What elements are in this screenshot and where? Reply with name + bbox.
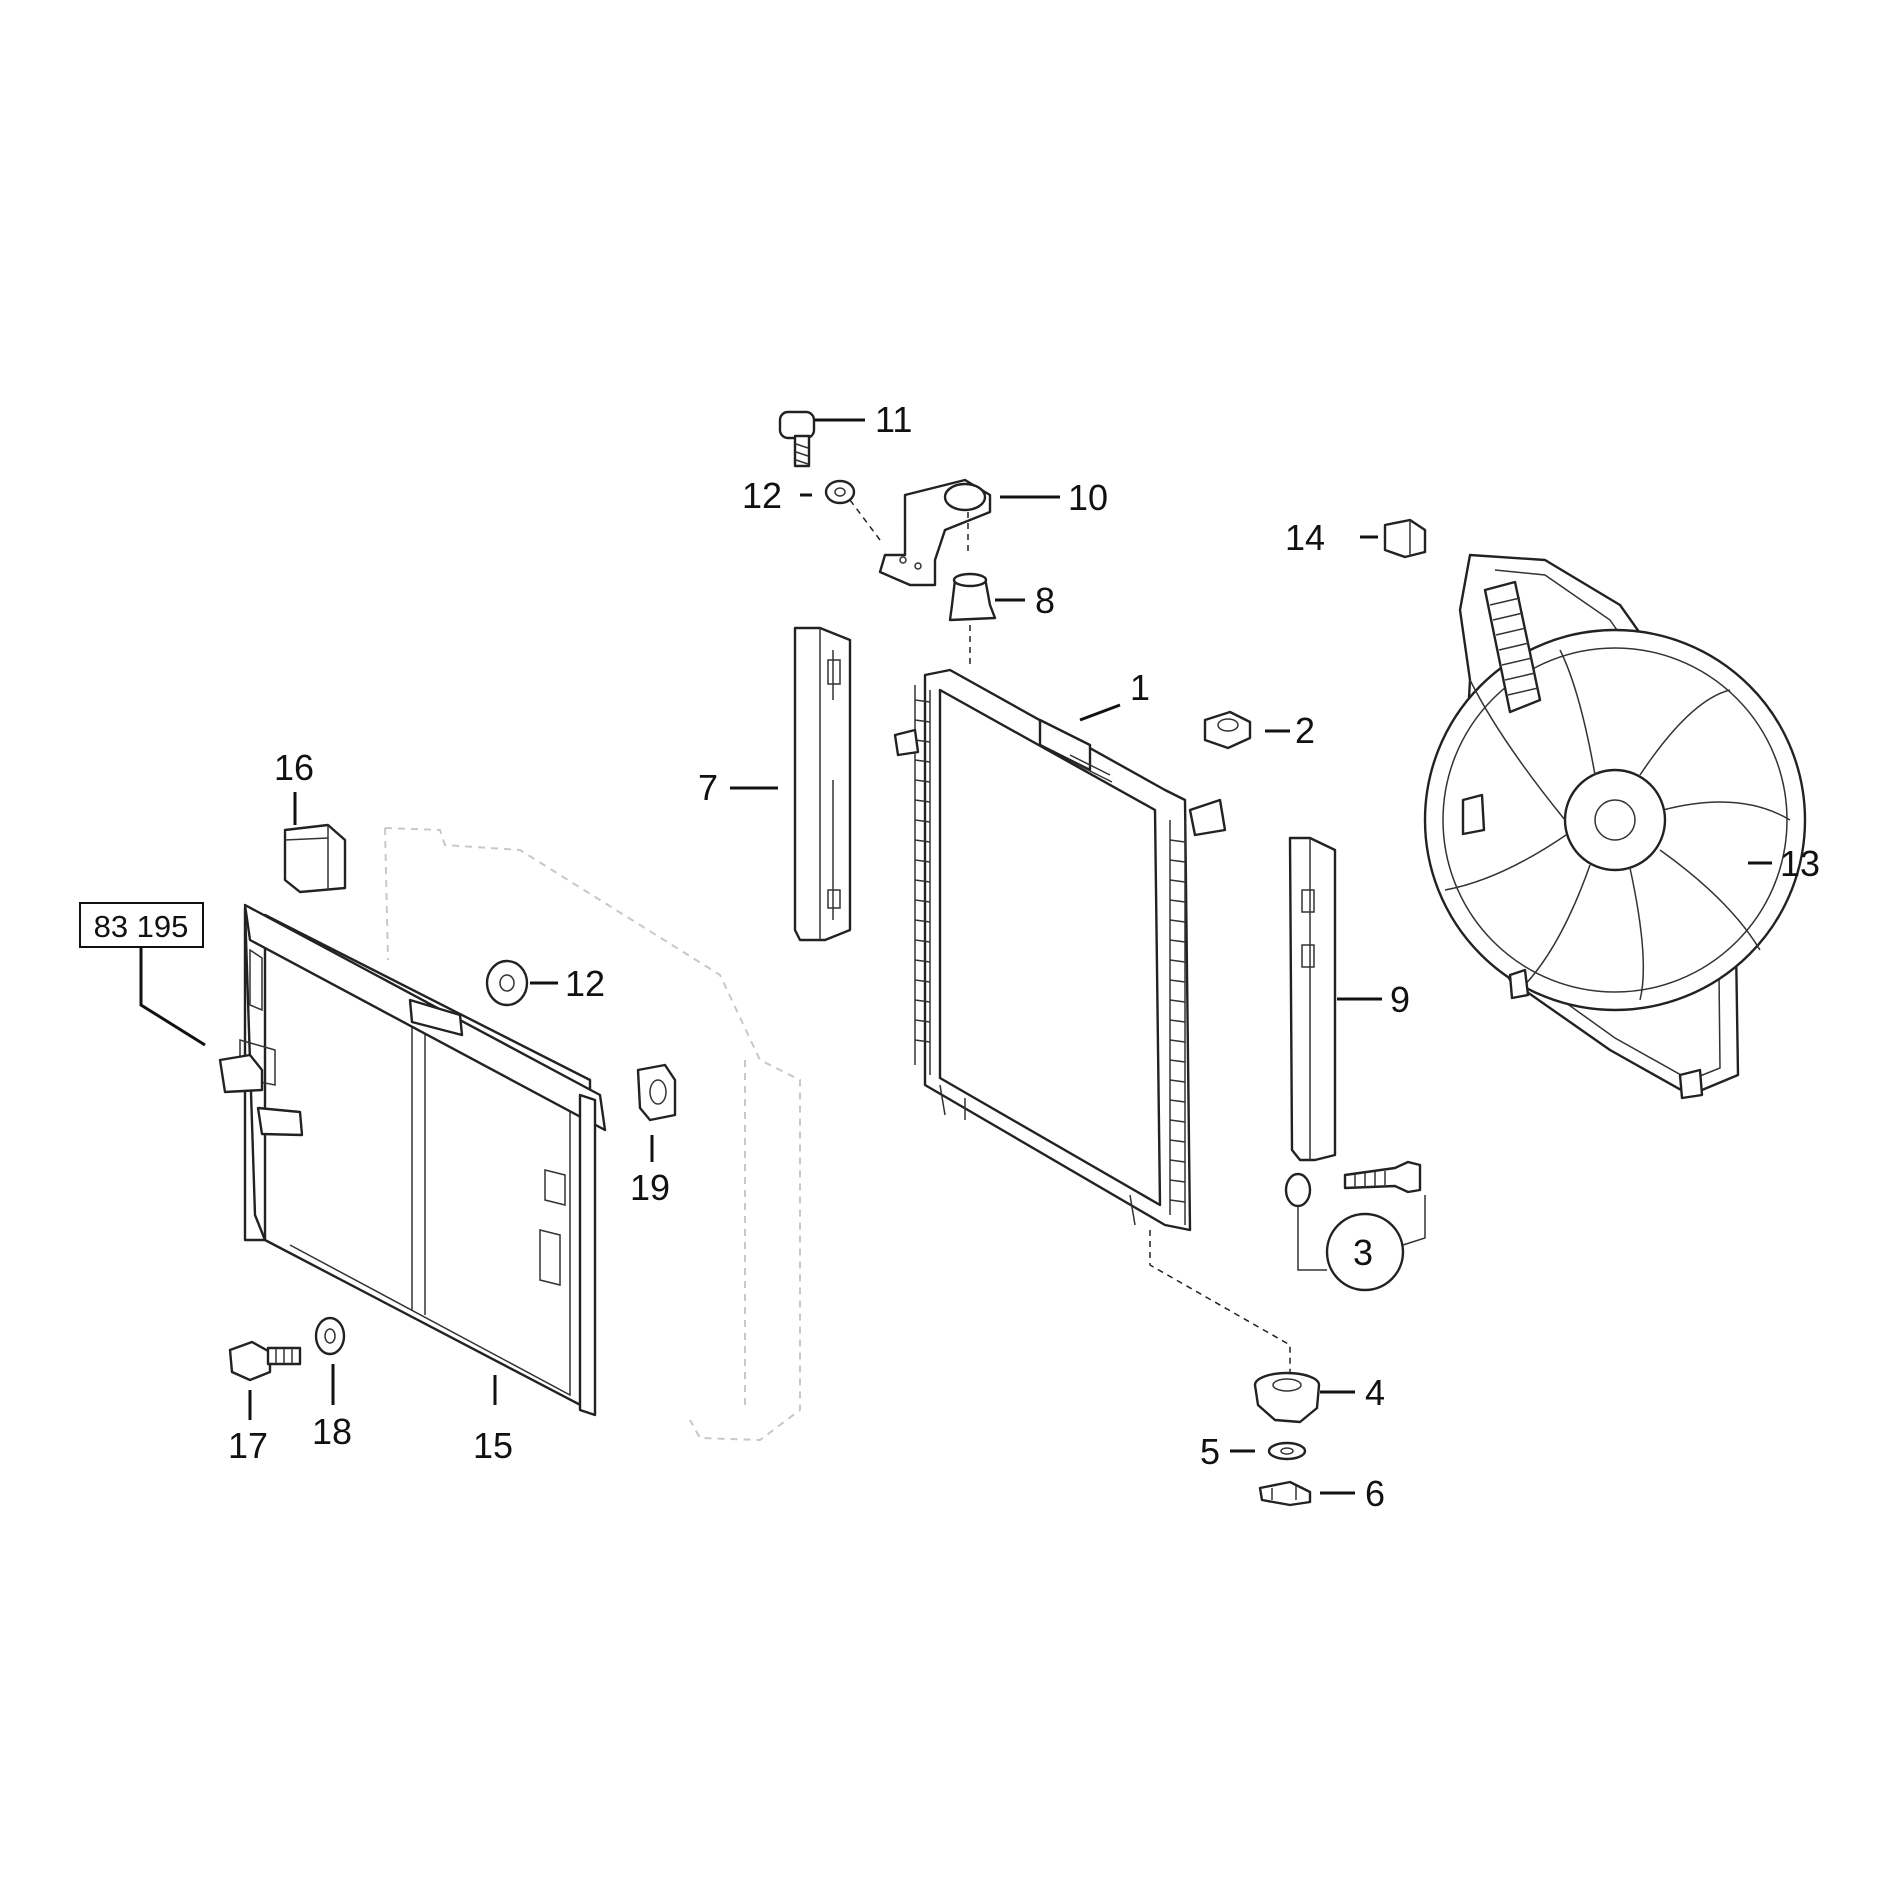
washer-part-12-lower — [485, 959, 529, 1007]
callout-2: 2 — [1295, 710, 1315, 751]
callout-4: 4 — [1365, 1372, 1385, 1413]
fan-shroud-part-13 — [1423, 553, 1807, 1100]
callout-8: 8 — [1035, 580, 1055, 621]
callout-6: 6 — [1365, 1473, 1385, 1514]
clip-part-19 — [636, 1063, 677, 1122]
callout-7: 7 — [698, 767, 718, 808]
clip-part-6 — [1258, 1480, 1312, 1507]
bolt-part-11 — [778, 410, 816, 468]
callouts: 11 12 10 8 1 2 7 9 13 14 3 4 5 6 16 12 1… — [228, 399, 1820, 1514]
air-guide-part-9 — [1288, 836, 1337, 1162]
callout-18: 18 — [312, 1411, 352, 1452]
washer-part-12-upper — [824, 479, 856, 505]
callout-1: 1 — [1130, 667, 1150, 708]
callout-14: 14 — [1285, 517, 1325, 558]
washer-part-5 — [1267, 1441, 1307, 1461]
leader-lines — [248, 418, 1772, 1495]
radiator-part-1 — [893, 668, 1291, 1380]
grommet-part-8 — [948, 572, 997, 668]
drain-plug-part-3 — [1284, 1160, 1426, 1292]
callout-19: 19 — [630, 1167, 670, 1208]
callout-12-lower: 12 — [565, 963, 605, 1004]
air-guide-part-7 — [793, 626, 852, 942]
reference-box-text: 83 195 — [94, 909, 189, 944]
callout-11: 11 — [875, 399, 912, 440]
callout-12-upper: 12 — [742, 475, 782, 516]
callout-13: 13 — [1780, 843, 1820, 884]
mount-part-4 — [1253, 1371, 1321, 1424]
reference-box: 83 195 — [79, 902, 206, 1047]
ghost-outline — [384, 827, 801, 1442]
callout-5: 5 — [1200, 1431, 1220, 1472]
callout-17: 17 — [228, 1425, 268, 1466]
condenser-part-15 — [218, 903, 607, 1417]
clip-part-16 — [283, 823, 347, 894]
bracket-part-10 — [849, 478, 992, 587]
connector-part-14 — [1383, 518, 1427, 559]
callout-10: 10 — [1068, 477, 1108, 518]
washer-part-18 — [314, 1316, 346, 1356]
callout-16: 16 — [274, 747, 314, 788]
callout-3: 3 — [1353, 1232, 1373, 1273]
bolt-part-17 — [228, 1340, 302, 1382]
callout-15: 15 — [473, 1425, 513, 1466]
callout-9: 9 — [1390, 979, 1410, 1020]
nut-part-2 — [1203, 710, 1252, 750]
